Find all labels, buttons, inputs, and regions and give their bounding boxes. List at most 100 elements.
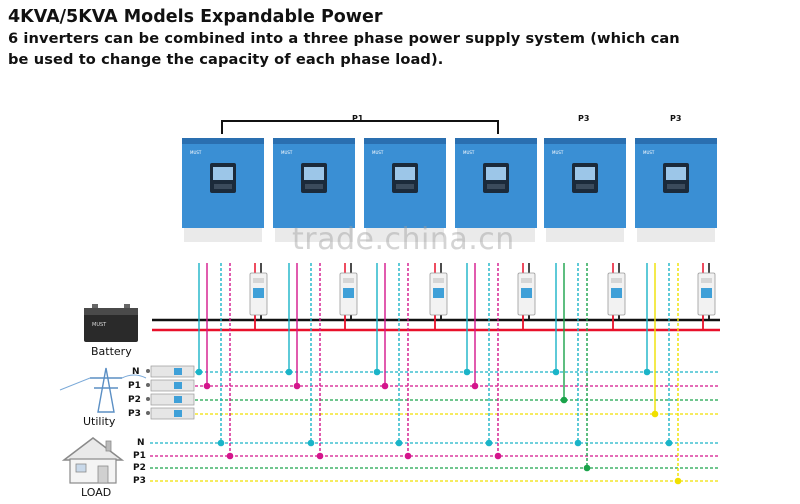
- junction-dot: [226, 452, 234, 460]
- inverter-reflection: [637, 228, 715, 242]
- inverter-row: MUST MUST MUST MUST MUST MUST: [182, 138, 717, 242]
- utility-bus-label-p2: P2: [128, 395, 141, 405]
- junction-dot: [651, 410, 659, 418]
- switch-module: [150, 365, 195, 378]
- switch-terminal: [146, 397, 150, 401]
- junction-dot: [560, 396, 568, 404]
- inverter-reflection: [366, 228, 444, 242]
- breaker-6: [697, 263, 716, 316]
- group-label-p3-a: P3: [578, 114, 590, 123]
- inverter-brand: MUST: [552, 150, 564, 155]
- junction-dot: [307, 439, 315, 447]
- junction-dot: [285, 368, 293, 376]
- inverter-top-edge: [273, 138, 355, 144]
- load-label: LOAD: [81, 486, 112, 499]
- inverter-reflection: [457, 228, 535, 242]
- inverter-lcd: [486, 167, 506, 180]
- switch-toggle: [174, 368, 182, 375]
- junction-dot: [674, 477, 682, 485]
- junction-dot: [494, 452, 502, 460]
- breaker-2: [339, 263, 358, 316]
- tower-frame: [97, 367, 115, 413]
- switch-terminal: [146, 369, 150, 373]
- load-bus-label-p3: P3: [133, 476, 146, 486]
- inverter-wires: [195, 263, 682, 485]
- breaker-switch: [521, 288, 532, 298]
- inverter-brand: MUST: [643, 150, 655, 155]
- breaker-terminal: [433, 278, 444, 283]
- bus-lines: [150, 315, 720, 482]
- junction-dot: [574, 439, 582, 447]
- inverter-top-edge: [544, 138, 626, 144]
- switch-toggle: [174, 382, 182, 389]
- utility-bus-label-n: N: [132, 367, 140, 377]
- battery-lid: [84, 308, 138, 315]
- inverter-buttons: [396, 184, 414, 189]
- breaker-terminal: [701, 278, 712, 283]
- junction-dot: [463, 368, 471, 376]
- house-chimney: [105, 440, 112, 452]
- junction-dot: [552, 368, 560, 376]
- inverter-reflection: [275, 228, 353, 242]
- junction-dot: [203, 382, 211, 390]
- inverter-brand: MUST: [281, 150, 293, 155]
- house-door: [97, 465, 109, 484]
- inverter-buttons: [305, 184, 323, 189]
- junction-dot: [665, 439, 673, 447]
- inverter-lcd: [575, 167, 595, 180]
- junction-dot: [316, 452, 324, 460]
- battery-case: [84, 308, 138, 342]
- breaker-terminal: [521, 278, 532, 283]
- inverter-buttons: [487, 184, 505, 189]
- junction-dot: [485, 439, 493, 447]
- inverter-buttons: [214, 184, 232, 189]
- junction-dot: [195, 368, 203, 376]
- utility-bus-label-p3: P3: [128, 409, 141, 419]
- switch-module: [150, 379, 195, 392]
- junction-dot: [381, 382, 389, 390]
- inverter-6: MUST: [635, 138, 717, 242]
- heading-block: 4KVA/5KVA Models Expandable Power 6 inve…: [8, 6, 798, 70]
- inverter-lcd: [213, 167, 233, 180]
- junction-dot: [293, 382, 301, 390]
- subtitle-line-1: 6 inverters can be combined into a three…: [8, 30, 680, 47]
- utility-label: Utility: [83, 415, 116, 428]
- breaker-switch: [701, 288, 712, 298]
- inverter-lcd: [395, 167, 415, 180]
- battery-label: Battery: [91, 345, 132, 358]
- breaker-switch: [343, 288, 354, 298]
- switch-module: [150, 407, 195, 420]
- inverter-brand: MUST: [190, 150, 202, 155]
- junction-dot: [471, 382, 479, 390]
- breaker-terminal: [253, 278, 264, 283]
- junction-dot: [404, 452, 412, 460]
- subtitle-line-2: be used to change the capacity of each p…: [8, 51, 444, 68]
- parallel-group-lines: [221, 120, 499, 134]
- breaker-switch: [433, 288, 444, 298]
- group-label-p3-b: P3: [670, 114, 682, 123]
- inverter-top-edge: [182, 138, 264, 144]
- inverter-lcd: [666, 167, 686, 180]
- load-bus-label-p1: P1: [133, 451, 146, 461]
- source-icons: MUST: [59, 304, 195, 484]
- switch-terminal: [146, 411, 150, 415]
- inverter-4: MUST: [455, 138, 537, 242]
- battery-terminal: [92, 304, 98, 308]
- breaker-switch: [253, 288, 264, 298]
- inverter-brand: MUST: [463, 150, 475, 155]
- utility-switch-block: [146, 365, 195, 420]
- house-icon: [61, 437, 125, 484]
- junction-dot: [395, 439, 403, 447]
- group-p1-line: [221, 120, 499, 134]
- inverter-reflection: [546, 228, 624, 242]
- inverter-3: MUST: [364, 138, 446, 242]
- switch-module: [150, 393, 195, 406]
- tower-cable: [59, 377, 91, 391]
- battery-terminal: [124, 304, 130, 308]
- breaker-terminal: [343, 278, 354, 283]
- inverter-reflection: [184, 228, 262, 242]
- breaker-1: [249, 263, 268, 316]
- utility-tower-icon: [59, 367, 147, 413]
- inverter-lcd: [304, 167, 324, 180]
